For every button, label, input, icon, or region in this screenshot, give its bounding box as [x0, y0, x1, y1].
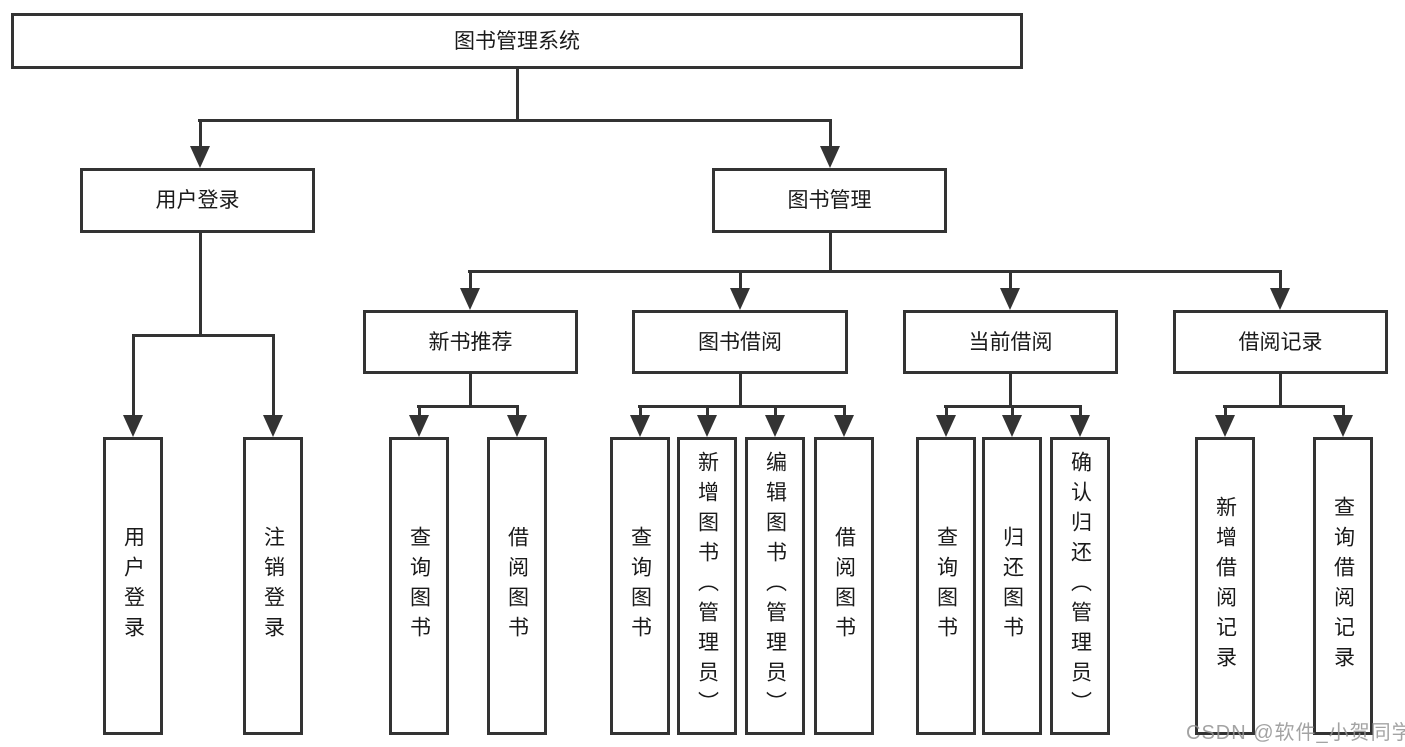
- arrow-down-icon: [1070, 415, 1090, 437]
- arrow-down-icon: [834, 415, 854, 437]
- arrow-down-icon: [123, 415, 143, 437]
- arrow-shaft-line: [198, 120, 202, 146]
- connector-stem-line: [515, 69, 519, 121]
- arrow-down-icon: [1333, 415, 1353, 437]
- arrow-shaft-line: [773, 406, 777, 415]
- arrow-shaft-line: [944, 406, 948, 415]
- arrow-shaft-line: [515, 406, 519, 415]
- connector-branch-line: [132, 333, 275, 337]
- arrow-shaft-line: [638, 406, 642, 415]
- connector-stem-line: [198, 233, 202, 336]
- leaf-query-book-1: 查询图书: [389, 437, 449, 735]
- arrow-shaft-line: [738, 271, 742, 288]
- leaf-return-book: 归还图书: [982, 437, 1042, 735]
- arrow-shaft-line: [271, 335, 275, 415]
- node-book-borrow: 图书借阅: [632, 310, 848, 374]
- arrow-down-icon: [460, 288, 480, 310]
- leaf-borrow-book-1: 借阅图书: [487, 437, 547, 735]
- arrow-down-icon: [1002, 415, 1022, 437]
- leaf-confirm-return-admin: 确认归还（管理员）: [1050, 437, 1110, 735]
- arrow-down-icon: [697, 415, 717, 437]
- connector-branch-line: [198, 118, 832, 122]
- arrow-down-icon: [820, 146, 840, 168]
- node-borrow-record: 借阅记录: [1173, 310, 1388, 374]
- arrow-shaft-line: [1078, 406, 1082, 415]
- arrow-down-icon: [1215, 415, 1235, 437]
- node-new-book-recommend: 新书推荐: [363, 310, 578, 374]
- leaf-add-borrow-record: 新增借阅记录: [1195, 437, 1255, 735]
- arrow-shaft-line: [468, 271, 472, 288]
- arrow-down-icon: [765, 415, 785, 437]
- node-user-login: 用户登录: [80, 168, 315, 233]
- arrow-down-icon: [730, 288, 750, 310]
- arrow-shaft-line: [1010, 406, 1014, 415]
- connector-stem-line: [1278, 374, 1282, 407]
- arrow-shaft-line: [828, 120, 832, 146]
- arrow-down-icon: [190, 146, 210, 168]
- node-library-management-system: 图书管理系统: [11, 13, 1023, 69]
- arrow-down-icon: [263, 415, 283, 437]
- csdn-watermark: CSDN @软件_小贺同学: [1186, 722, 1405, 744]
- node-current-borrow: 当前借阅: [903, 310, 1118, 374]
- arrow-shaft-line: [1278, 271, 1282, 288]
- leaf-user-login: 用户登录: [103, 437, 163, 735]
- arrow-down-icon: [507, 415, 527, 437]
- leaf-query-book-2: 查询图书: [610, 437, 670, 735]
- arrow-shaft-line: [1008, 271, 1012, 288]
- arrow-shaft-line: [705, 406, 709, 415]
- arrow-down-icon: [409, 415, 429, 437]
- leaf-borrow-book-2: 借阅图书: [814, 437, 874, 735]
- arrow-down-icon: [1000, 288, 1020, 310]
- arrow-down-icon: [630, 415, 650, 437]
- connector-branch-line: [417, 404, 519, 408]
- connector-stem-line: [468, 374, 472, 407]
- connector-branch-line: [468, 269, 1282, 273]
- connector-branch-line: [638, 404, 846, 408]
- connector-branch-line: [1223, 404, 1345, 408]
- arrow-down-icon: [1270, 288, 1290, 310]
- leaf-query-borrow-record: 查询借阅记录: [1313, 437, 1373, 735]
- connector-stem-line: [828, 233, 832, 272]
- leaf-add-book-admin: 新增图书（管理员）: [677, 437, 737, 735]
- connector-stem-line: [738, 374, 742, 407]
- arrow-shaft-line: [842, 406, 846, 415]
- arrow-shaft-line: [417, 406, 421, 415]
- arrow-shaft-line: [1341, 406, 1345, 415]
- leaf-logout: 注销登录: [243, 437, 303, 735]
- leaf-query-book-3: 查询图书: [916, 437, 976, 735]
- arrow-shaft-line: [131, 335, 135, 415]
- leaf-edit-book-admin: 编辑图书（管理员）: [745, 437, 805, 735]
- node-book-management: 图书管理: [712, 168, 947, 233]
- arrow-down-icon: [936, 415, 956, 437]
- connector-stem-line: [1008, 374, 1012, 407]
- arrow-shaft-line: [1223, 406, 1227, 415]
